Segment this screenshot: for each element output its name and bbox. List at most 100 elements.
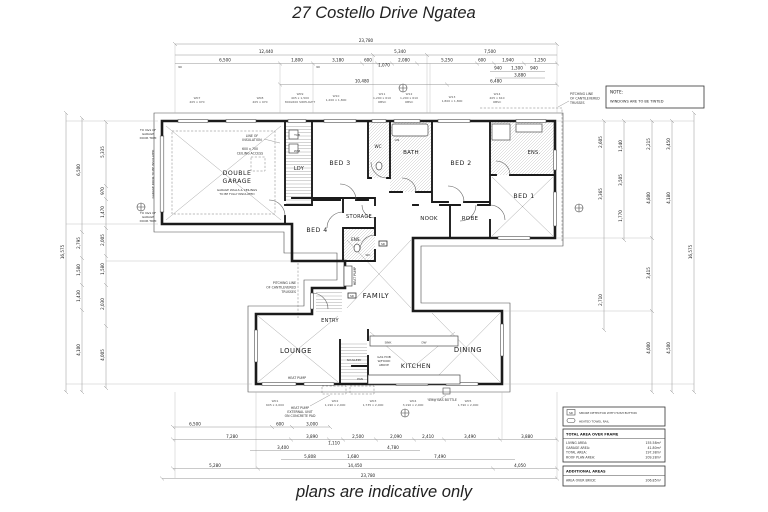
dim: 3,000 xyxy=(306,422,318,427)
window-extra: OBSC xyxy=(493,100,501,104)
room-label-bed2: BED 2 xyxy=(450,160,471,167)
heat-pump-external-3: ON CONCRETE PAD xyxy=(285,414,316,418)
window-size: 1,200 x 610 xyxy=(400,96,418,100)
dim: 1,430 xyxy=(76,290,81,302)
dim: 1,250 xyxy=(534,58,546,63)
note-body: WINDOWS ARE TO BE TINTED xyxy=(610,100,664,104)
dim: 1,470 xyxy=(100,206,105,218)
smoke-detector-1: SD xyxy=(381,242,386,246)
section-markers xyxy=(136,83,584,418)
room-label-dining: DINING xyxy=(454,346,482,354)
dim: 6,500 xyxy=(219,58,231,63)
garage-trim-bot-1: TO U&S OF xyxy=(139,211,156,215)
dim: 4,100 xyxy=(76,344,81,356)
fixture-lin: LIN xyxy=(395,138,400,142)
window-size: 1,190 x 2,000 xyxy=(325,403,346,407)
gas-hob-2: W/HOOD xyxy=(378,359,392,363)
exterior-walls xyxy=(160,119,557,386)
legend-towel-label: HEATED TOWEL RAIL xyxy=(579,420,609,424)
window-size: 1,735 x 2,000 xyxy=(363,403,384,407)
dim: 14,450 xyxy=(348,463,363,468)
window-tags-top: W07 405 x 970 W08 405 x 970 W09 405 x 1,… xyxy=(189,92,504,104)
room-label-ens1: ENS. xyxy=(528,150,541,156)
section-marker-left xyxy=(136,202,146,212)
gas-hob-1: GAS HOB xyxy=(377,355,390,359)
garage-trim-top-3: DOOR TRIM xyxy=(140,136,157,140)
dim: 5,340 xyxy=(394,49,406,54)
room-label-pan: PAN xyxy=(357,377,363,381)
window-tag: W08 xyxy=(257,96,264,100)
note-box: NOTE: WINDOWS ARE TO BE TINTED xyxy=(605,85,705,109)
dim: 3,490 xyxy=(464,434,476,439)
dim: 6,500 xyxy=(189,422,201,427)
dim: 3,880 xyxy=(514,73,526,78)
area-row-value: 209.28m² xyxy=(645,455,661,459)
room-label-ens2: ENS. xyxy=(351,237,361,242)
dim: 600 xyxy=(276,422,284,427)
plan-annotations: LINE OF INSULATION 600 x 700 CEILING ACC… xyxy=(139,92,600,418)
area-row-value: 41.80m² xyxy=(647,446,661,450)
area-table-title: TOTAL AREA OVER FRAME xyxy=(566,433,619,437)
area-row-label: GARAGE AREA: xyxy=(566,446,590,450)
legend-box: SD SMOKE DETECTOR WITH HUSH BUTTON HEATE… xyxy=(562,406,666,427)
section-marker-bottom xyxy=(400,408,410,418)
dim: 2,090 xyxy=(390,434,402,439)
window-tag: W05 xyxy=(465,399,472,403)
section-marker-right xyxy=(574,203,584,213)
interior-walls xyxy=(284,120,556,385)
dim: 2,500 xyxy=(352,434,364,439)
page-footer: plans are indicative only xyxy=(295,483,474,501)
dim: 6,480 xyxy=(490,79,502,84)
pitching-line-left-1: PITCHING LINE xyxy=(273,281,296,285)
stud-dim: 90 xyxy=(316,65,320,69)
dim: 1,070 xyxy=(378,63,390,68)
pitching-line-right-2: OF CANTILEVERED xyxy=(570,97,600,101)
window-size: 1,200 x 1,800 xyxy=(326,98,347,102)
room-label-robe: ROBE xyxy=(462,216,479,222)
dimension-chain-left: 16,575 6,500 2,795 1,580 1,430 4,100 5,3… xyxy=(60,110,290,395)
garage-trim-bot-2: GARAGE xyxy=(142,215,154,219)
fixture-wm: W/M xyxy=(294,149,301,153)
dim: 3,365 xyxy=(598,188,603,200)
window-size: 405 x 970 xyxy=(252,100,267,104)
window-tag: W07 xyxy=(194,96,201,100)
dim: 7,490 xyxy=(434,454,446,459)
room-label-ens2-wc: WC xyxy=(366,253,371,257)
heat-pump-family: HEAT PUMP xyxy=(353,267,357,285)
dim: 7,280 xyxy=(226,434,238,439)
room-label-garage2: GARAGE xyxy=(223,178,252,185)
room-label-nook: NOOK xyxy=(420,216,438,222)
dim-top-total: 23,780 xyxy=(359,38,374,43)
area-table: TOTAL AREA OVER FRAME LIVING AREA: 155.5… xyxy=(562,428,666,463)
dim: 3,505 xyxy=(618,174,623,186)
window-size: 405 x 1,500 xyxy=(291,96,309,100)
fixtures xyxy=(288,123,543,395)
room-label-storage: STORAGE xyxy=(346,214,372,220)
dim: 3,400 xyxy=(277,445,289,450)
dimension-chain-bottom: 6,500 600 3,000 7,280 3,890 1,110 2,500 … xyxy=(159,392,560,481)
dim: 940 xyxy=(494,66,502,71)
window-tags-bottom: W01 605 x 2,000 W02 1,190 x 2,000 W03 1,… xyxy=(266,399,479,407)
dim: 5,808 xyxy=(304,454,316,459)
room-label-garage: DOUBLE xyxy=(223,170,252,177)
dim: 4,000 xyxy=(646,342,651,354)
line-of-insulation-2: INSULATION xyxy=(242,138,262,142)
fixture-tub: TUB xyxy=(293,133,300,137)
dim: 2,080 xyxy=(398,58,410,63)
window-tag: W03 xyxy=(370,399,377,403)
dim: 2,215 xyxy=(646,138,651,150)
garage-trim-top-1: TO U&S OF xyxy=(139,128,156,132)
window-extra: OBSC xyxy=(378,100,386,104)
dim: 2,605 xyxy=(598,136,603,148)
line-of-insulation-1: LINE OF xyxy=(246,134,259,138)
dim: 3,880 xyxy=(521,434,533,439)
dim: 3,890 xyxy=(306,434,318,439)
window-size: 1,790 x 2,000 xyxy=(458,403,479,407)
area-row-label: ROOF PLAN AREA: xyxy=(566,455,595,459)
dim: 940 xyxy=(530,66,538,71)
dim: 1,580 xyxy=(100,263,105,275)
dim: 4,180 xyxy=(666,192,671,204)
room-label-kitchen: KITCHEN xyxy=(401,363,431,370)
room-labels: DOUBLE GARAGE GARAGE WALLS & CEILINGS TO… xyxy=(217,144,541,381)
dim: 4,500 xyxy=(666,342,671,354)
